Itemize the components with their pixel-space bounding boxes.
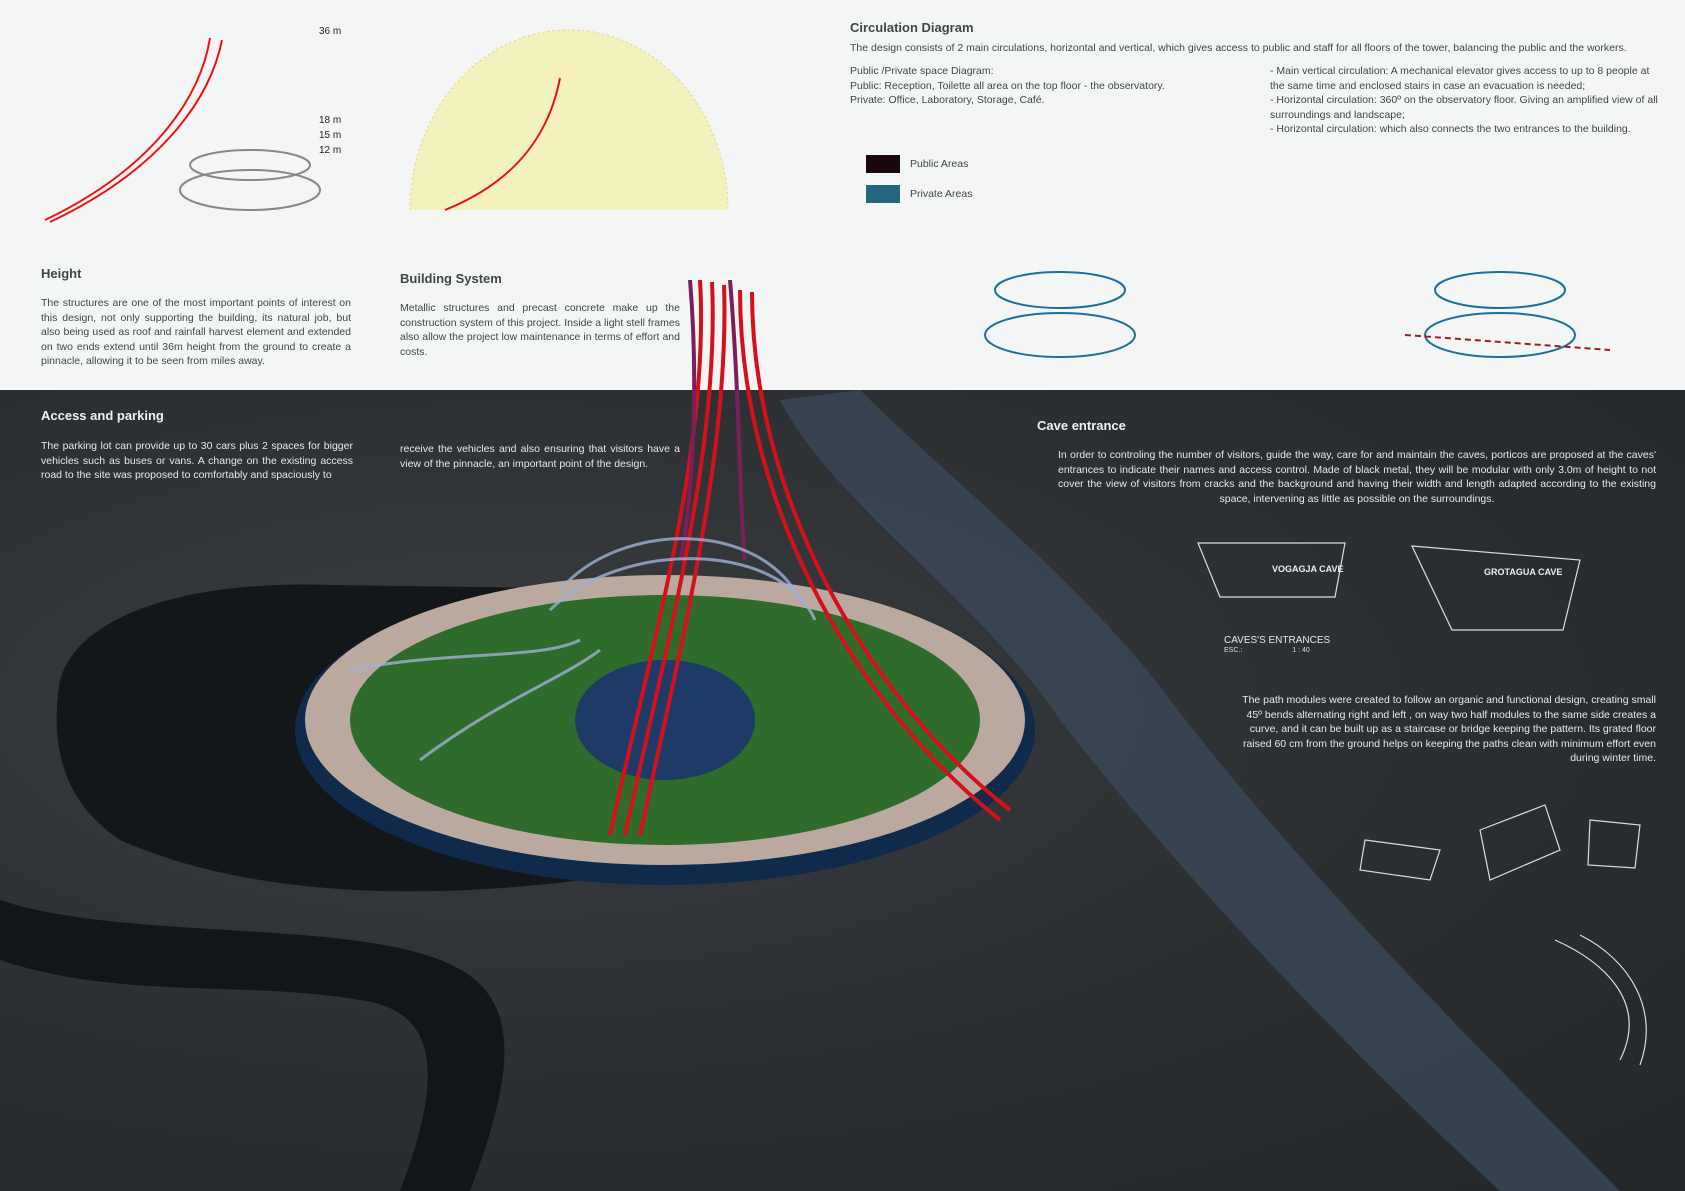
circulation-left-1: Public: Reception, Toilette all area on …: [850, 79, 1165, 92]
building-system-text: Metallic structures and precast concrete…: [400, 302, 680, 358]
circulation-title: Circulation Diagram: [850, 20, 974, 35]
portico-drawings: [1197, 542, 1581, 631]
circulation-intro: The design consists of 2 main circulatio…: [850, 42, 1627, 54]
cave-text: In order to controling the number of vis…: [1058, 449, 1656, 505]
cave-title: Cave entrance: [1037, 418, 1126, 433]
legend-public: Public Areas: [866, 155, 968, 173]
circulation-right-2: - Horizontal circulation: which also con…: [1270, 123, 1631, 135]
portico-label-1: VOGAGJA CAVE: [1272, 564, 1344, 574]
access-title: Access and parking: [41, 408, 164, 423]
path-module-sketches: [1359, 804, 1647, 1066]
circulation-right-1: - Horizontal circulation: 360º on the ob…: [1270, 94, 1658, 121]
pinnacle-purple: [678, 279, 747, 561]
drawing-title: CAVES'S ENTRANCES: [1224, 635, 1331, 646]
height-label-36: 36 m: [319, 26, 342, 37]
building-system-title: Building System: [400, 271, 502, 286]
legend-private: Private Areas: [866, 185, 972, 203]
circulation-left-2: Private: Office, Laboratory, Storage, Ca…: [850, 94, 1045, 106]
height-diagram-red: [44, 37, 223, 223]
portico-label-2: GROTAGUA CAVE: [1484, 567, 1563, 577]
height-title: Height: [41, 266, 82, 281]
height-text: The structures are one of the most impor…: [41, 297, 351, 367]
cave-path-strip: [780, 390, 1620, 1191]
circulation-right-0: - Main vertical circulation: A mechanica…: [1270, 65, 1650, 92]
access-text-2: receive the vehicles and also ensuring t…: [400, 443, 680, 470]
roof-ribs: [349, 537, 817, 762]
circulation-diagrams: [984, 271, 1576, 358]
scale-value: 1 : 40: [1292, 647, 1310, 654]
height-label-12: 12 m: [319, 145, 342, 156]
height-label-15: 15 m: [319, 130, 342, 141]
sun-diagram: [409, 29, 729, 211]
circulation-left-0: Public /Private space Diagram:: [850, 65, 994, 77]
access-text-1: The parking lot can provide up to 30 car…: [41, 440, 353, 481]
path-modules-text: The path modules were created to follow …: [1242, 694, 1656, 764]
scale-label: ESC.:: [1224, 647, 1243, 654]
pinnacle-red: [608, 279, 1012, 836]
height-label-18: 18 m: [319, 115, 342, 126]
top-panel: [0, 0, 1685, 390]
